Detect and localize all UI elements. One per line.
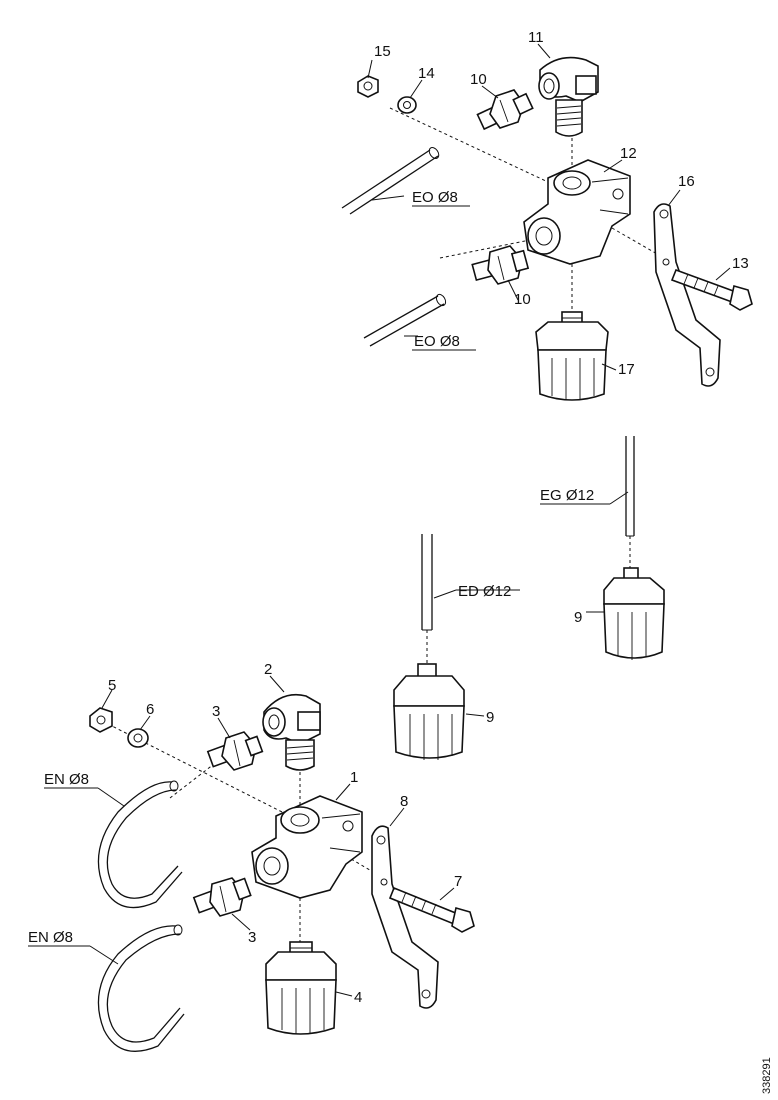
drawing-number: 338291 — [761, 1057, 773, 1094]
bolt-part-13 — [670, 268, 753, 311]
bracket-part-8 — [371, 825, 439, 1009]
label-part-2: 2 — [264, 661, 272, 678]
elbow-part-11 — [538, 56, 599, 137]
pipe-eg — [625, 436, 635, 537]
cap-part-17 — [535, 311, 609, 401]
pipe-en-lower — [97, 924, 185, 1052]
bracket-part-16 — [653, 203, 721, 387]
bottom-assembly — [28, 675, 475, 1052]
label-part-11: 11 — [528, 29, 544, 46]
label-part-1: 1 — [350, 769, 358, 786]
label-part-12: 12 — [620, 145, 637, 162]
label-part-6: 6 — [146, 701, 154, 718]
label-part-10-upper: 10 — [470, 71, 487, 88]
label-part-17: 17 — [618, 361, 635, 378]
elbow-part-2 — [262, 693, 321, 771]
pipe-eo-lower — [363, 293, 447, 347]
pipe-ed — [421, 534, 433, 631]
label-part-16: 16 — [678, 173, 695, 190]
tee-body-part-1 — [251, 795, 363, 899]
bolt-part-7 — [388, 886, 475, 933]
label-pipe-eo-upper: EO Ø8 — [412, 189, 458, 206]
tee-body-part-12 — [523, 159, 631, 265]
label-part-3-lower: 3 — [248, 929, 256, 946]
fitting-part-10-lower — [471, 245, 530, 285]
ed-connector-assembly — [393, 534, 520, 760]
fitting-part-3-upper — [206, 731, 264, 771]
pipe-eo-upper — [341, 147, 440, 215]
cap-part-9-center — [393, 663, 465, 760]
label-part-15: 15 — [374, 43, 391, 60]
label-pipe-ed: ED Ø12 — [458, 583, 511, 600]
label-part-5: 5 — [108, 677, 116, 694]
label-part-4: 4 — [354, 989, 362, 1006]
label-part-3-upper: 3 — [212, 703, 220, 720]
label-part-13: 13 — [732, 255, 749, 272]
label-pipe-en-upper: EN Ø8 — [44, 771, 89, 788]
label-pipe-eg: EG Ø12 — [540, 487, 594, 504]
washer-part-6 — [127, 728, 149, 748]
label-part-9-center: 9 — [486, 709, 494, 726]
nut-part-5 — [89, 707, 113, 733]
label-part-7: 7 — [454, 873, 462, 890]
nut-part-15 — [357, 75, 379, 98]
label-part-10-lower: 10 — [514, 291, 531, 308]
fitting-part-10-upper — [476, 89, 534, 131]
label-pipe-eo-lower: EO Ø8 — [414, 333, 460, 350]
label-part-8: 8 — [400, 793, 408, 810]
top-assembly — [341, 43, 753, 401]
fitting-part-3-lower — [192, 877, 252, 917]
pipe-en-upper — [97, 780, 183, 909]
label-part-14: 14 — [418, 65, 435, 82]
label-pipe-en-lower: EN Ø8 — [28, 929, 73, 946]
cap-part-9-right — [603, 567, 665, 660]
label-part-9-right: 9 — [574, 609, 582, 626]
washer-part-14 — [397, 96, 417, 114]
cap-part-4 — [265, 941, 337, 1035]
eg-connector-assembly — [540, 436, 665, 660]
